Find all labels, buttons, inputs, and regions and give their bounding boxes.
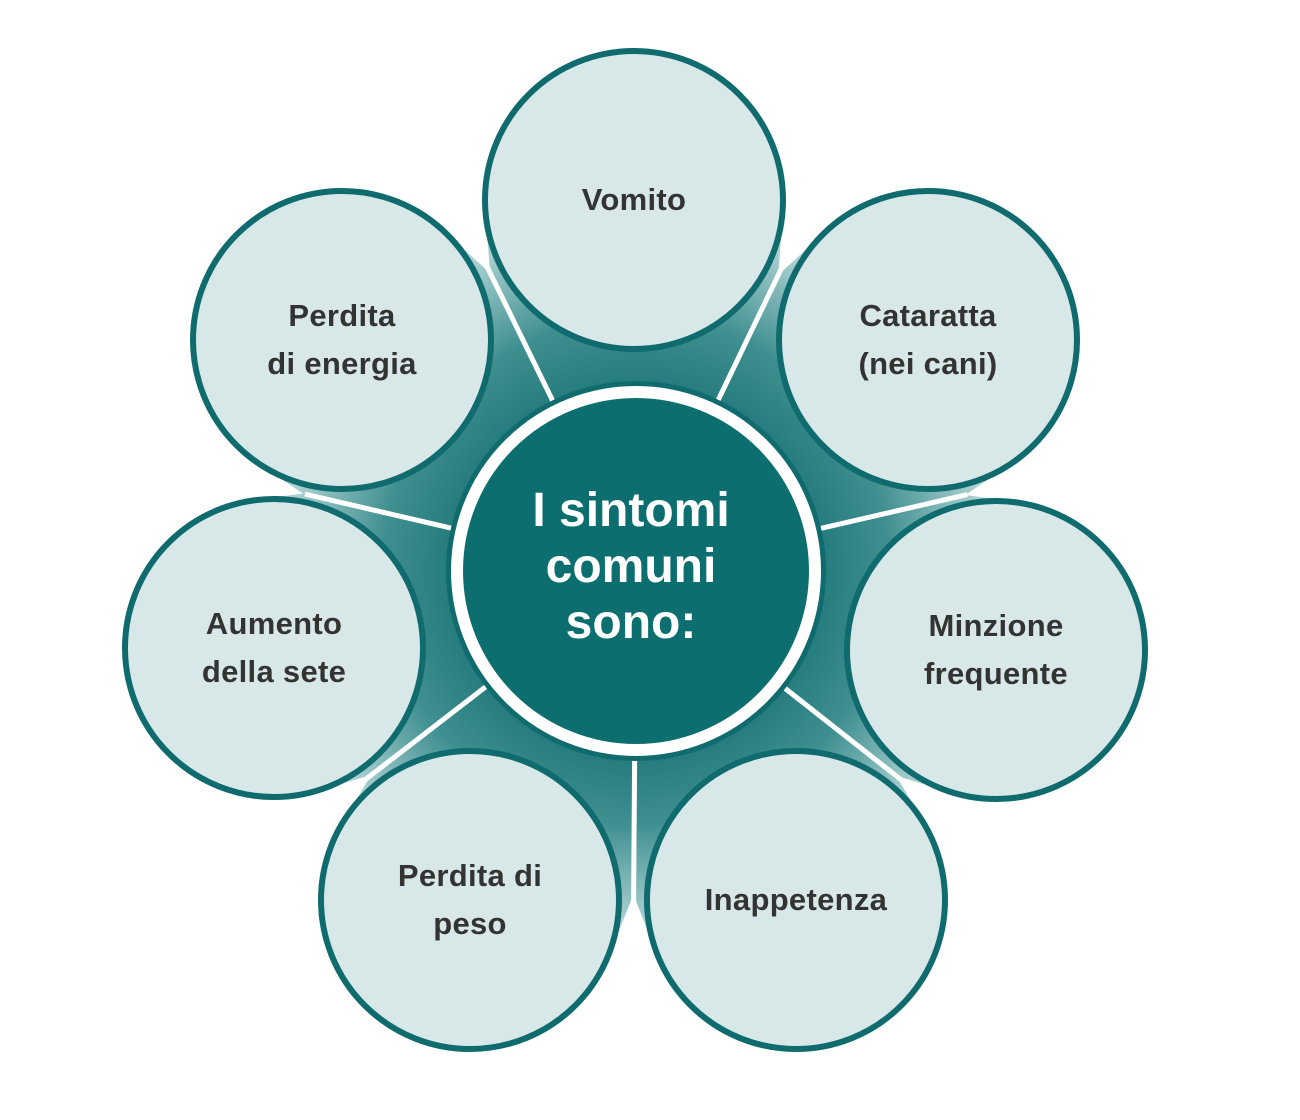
center-title: I sintomi comuni sono: (532, 484, 730, 649)
symptom-label: Perdita di energia (267, 298, 417, 381)
symptom-label: Minzione frequente (924, 608, 1068, 691)
divider-line (484, 264, 560, 411)
symptom-label: Vomito (581, 182, 687, 217)
divider-line (365, 678, 495, 781)
symptom-circle-inappetenza: Inappetenza (644, 748, 948, 1052)
symptom-label: Aumento della sete (201, 606, 347, 689)
divider-line (304, 491, 462, 533)
symptom-circle-cataratta: Cataratta (nei cani) (776, 188, 1080, 492)
divider-line (810, 492, 968, 533)
symptom-label: Inappetenza (704, 882, 888, 917)
symptom-label: Perdita di peso (397, 858, 543, 941)
divider-line (711, 263, 786, 410)
center-circle: I sintomi comuni sono: (451, 386, 821, 756)
divider-line (775, 680, 905, 784)
divider-line (631, 750, 638, 912)
symptom-circle-aumento-sete: Aumento della sete (122, 496, 426, 800)
symptom-circle-perdita-peso: Perdita di peso (318, 748, 622, 1052)
symptom-circle-vomito: Vomito (482, 48, 786, 352)
symptom-label: Cataratta (nei cani) (858, 298, 998, 381)
symptom-circle-minzione: Minzione frequente (844, 498, 1148, 802)
symptom-circle-perdita-energia: Perdita di energia (190, 188, 494, 492)
